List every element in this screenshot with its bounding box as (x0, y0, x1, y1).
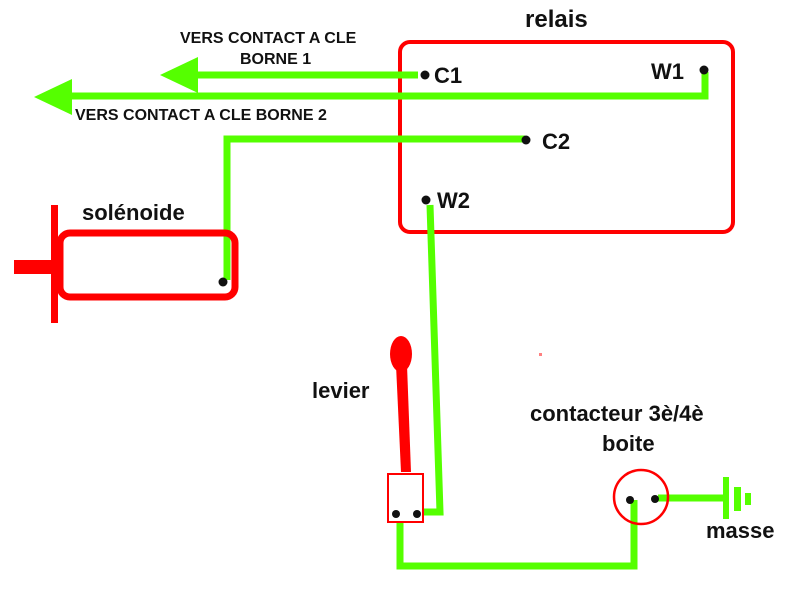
terminal-w2 (421, 195, 431, 205)
contactor-terminal-right (651, 495, 659, 503)
terminal-c2 (521, 135, 531, 145)
arrow-borne2-head (34, 79, 72, 115)
ground-plate-small (745, 493, 751, 505)
label-c2: C2 (542, 129, 570, 154)
ground-plate-medium (734, 487, 741, 511)
terminal-w1 (699, 65, 709, 75)
label-contacteur-line2: boite (602, 431, 655, 456)
contactor-body (612, 468, 670, 526)
label-borne1-line1: VERS CONTACT A CLE (180, 30, 357, 47)
ground-plate-large (723, 477, 729, 519)
relay-title: relais (525, 6, 588, 33)
solenoid-plate (51, 205, 58, 323)
stray-dot (539, 353, 542, 356)
solenoid-body (56, 229, 239, 301)
lever-terminal-left (392, 510, 400, 518)
lever-terminal-right (413, 510, 421, 518)
label-borne2: VERS CONTACT A CLE BORNE 2 (75, 107, 327, 124)
label-contacteur-line1: contacteur 3è/4è (530, 401, 704, 426)
contactor-terminal-left (626, 496, 634, 504)
label-levier: levier (312, 378, 370, 403)
lever-shaft (396, 365, 411, 472)
wire-c2-solenoid (223, 135, 525, 280)
label-masse: masse (706, 518, 775, 543)
solenoid-plunger (14, 260, 54, 274)
wire-lever-contactor (396, 500, 638, 570)
label-w1: W1 (651, 59, 684, 84)
terminal-c1 (420, 70, 430, 80)
label-c1: C1 (434, 63, 462, 88)
terminal-solenoid (218, 277, 228, 287)
wire-w1-borne2 (70, 72, 709, 100)
arrow-borne1-head (160, 57, 198, 93)
lever-knob (390, 336, 412, 372)
wire-w2-lever (423, 204, 444, 516)
label-w2: W2 (437, 188, 470, 213)
label-borne1-line2: BORNE 1 (240, 51, 311, 68)
label-solenoide: solénoide (82, 200, 185, 225)
